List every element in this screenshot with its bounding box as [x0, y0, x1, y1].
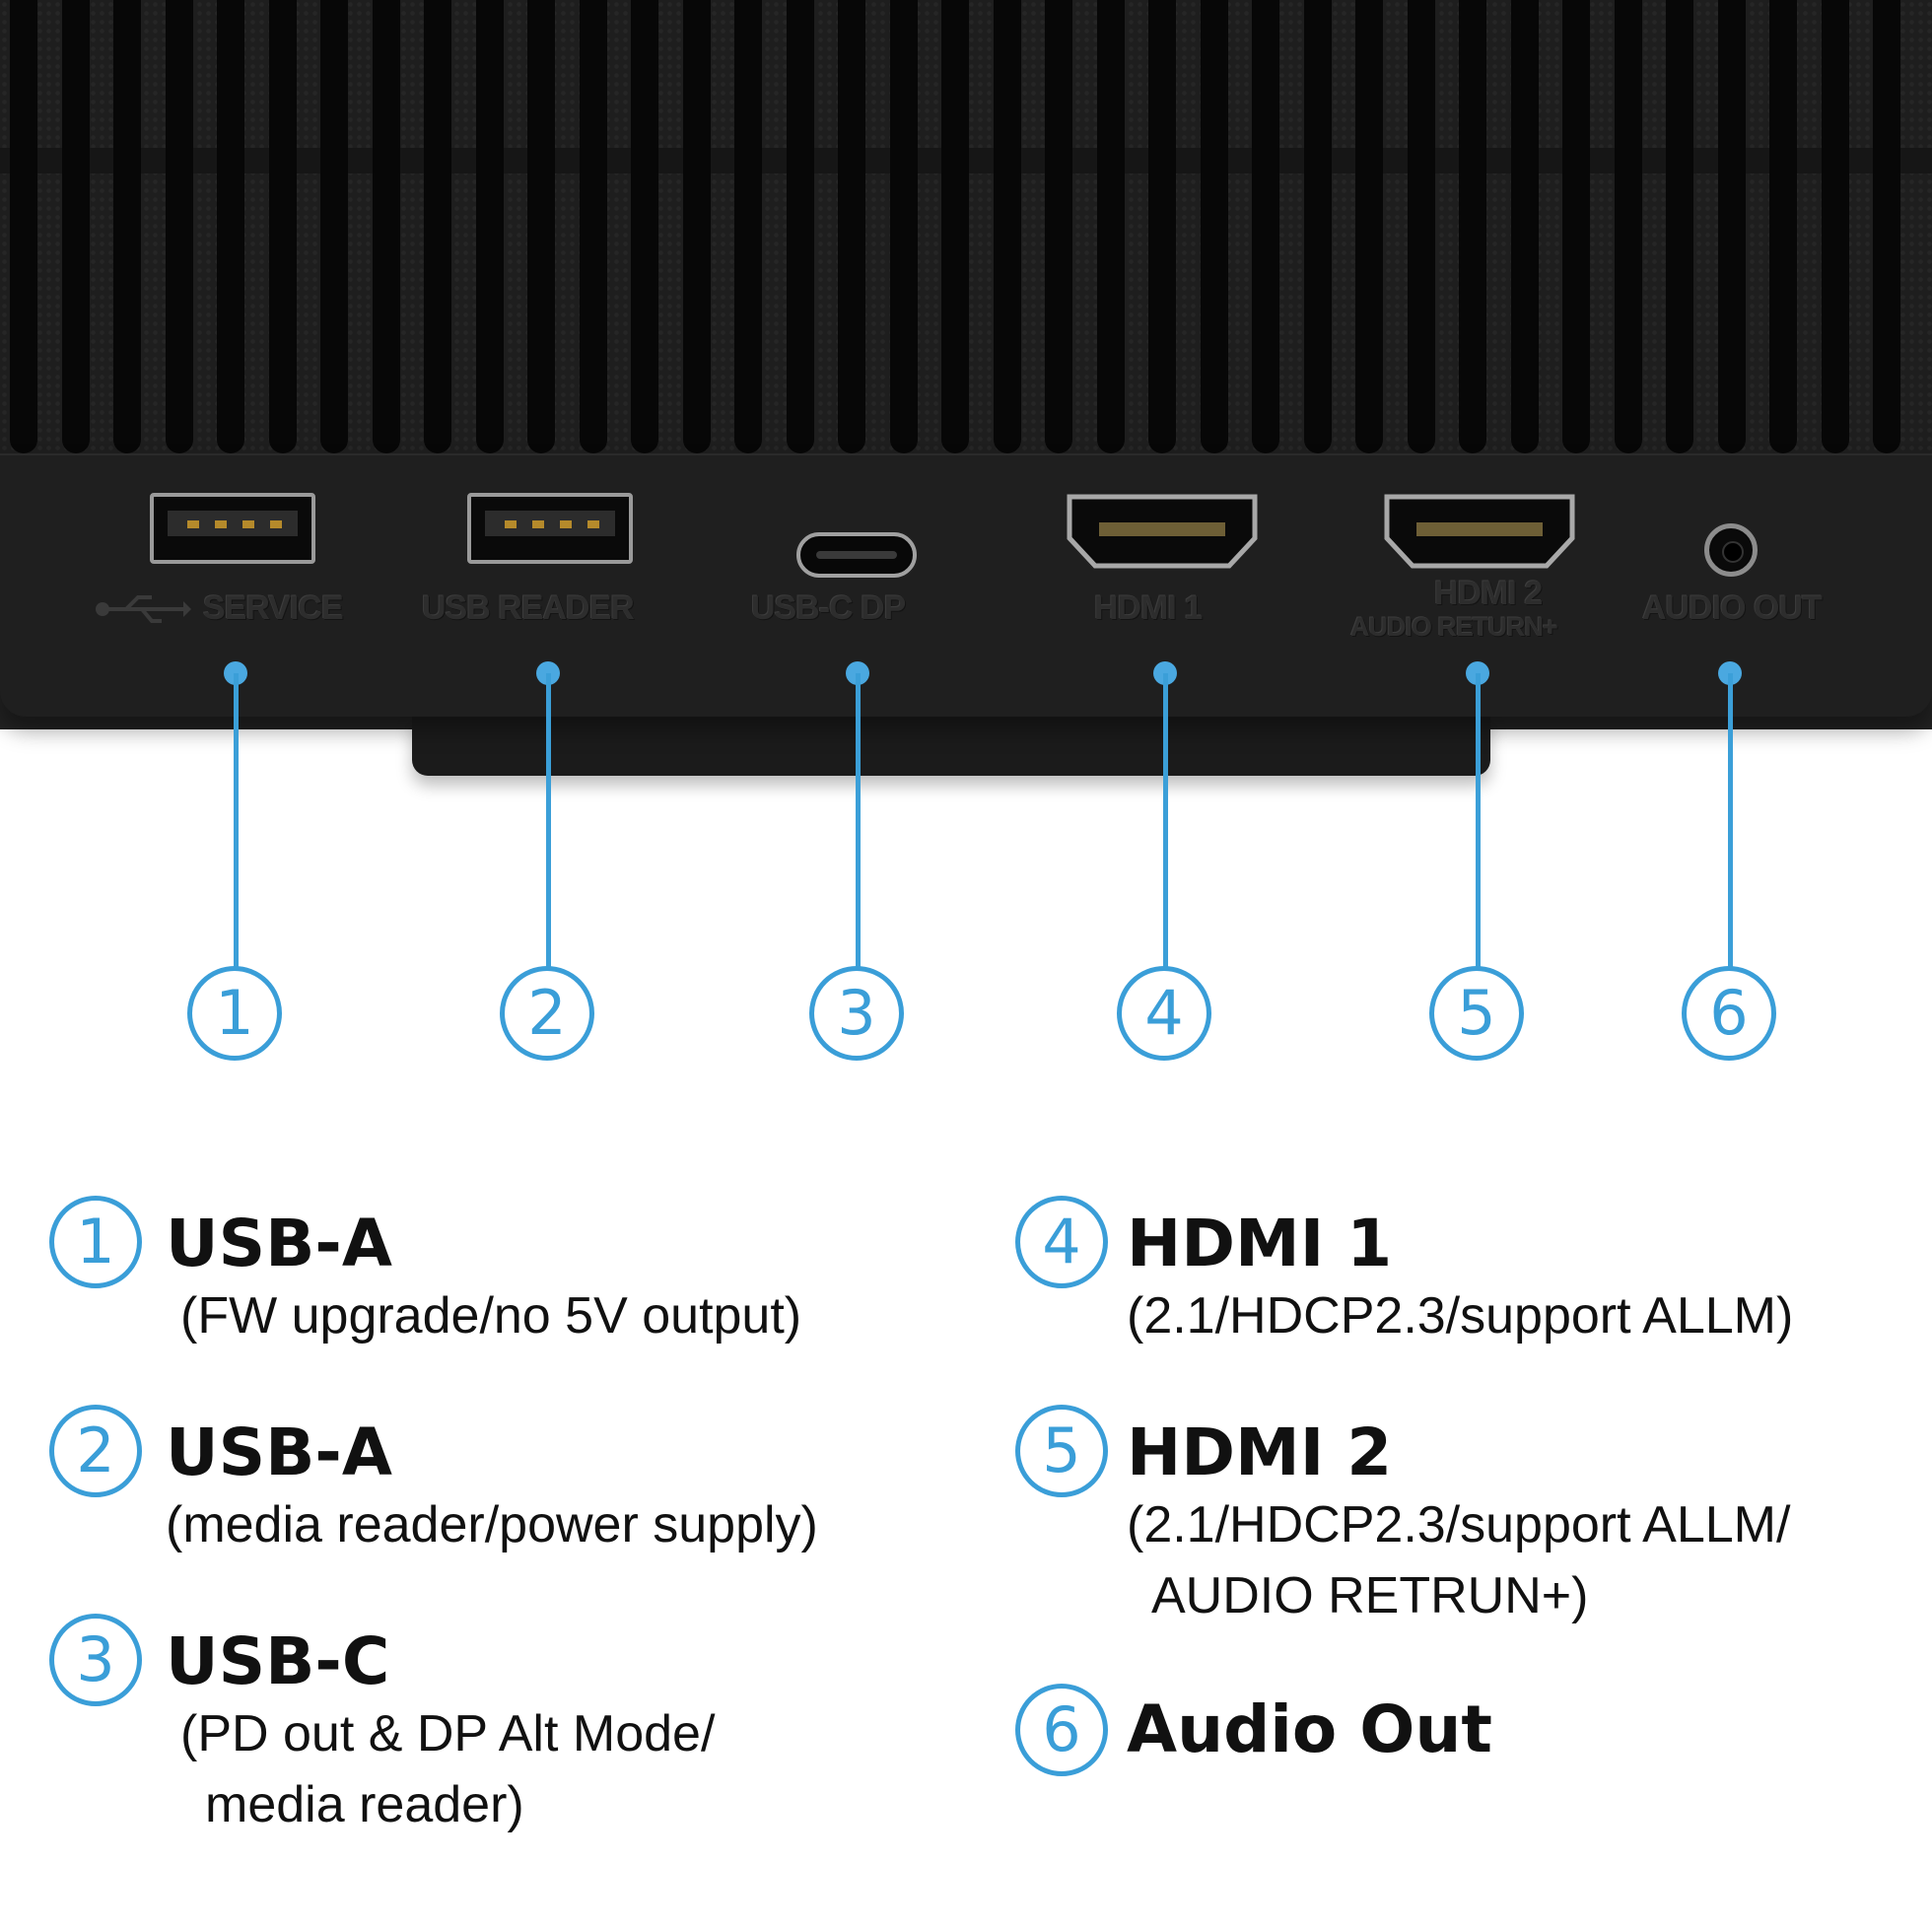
ventilation-grille: [0, 0, 1932, 463]
vent-slot: [527, 0, 555, 453]
vent-slot: [1666, 0, 1693, 453]
callout-number-2: 2: [500, 966, 594, 1061]
legend-desc-3a: (PD out & DP Alt Mode/: [180, 1705, 716, 1762]
vent-slot: [838, 0, 865, 453]
legend-title-4: HDMI 1: [1127, 1206, 1393, 1281]
hdmi-2-port: [1384, 494, 1575, 569]
usb-c-dp-label: USB-C DP: [751, 589, 906, 627]
vent-slot: [1510, 0, 1539, 453]
projector-rear: [0, 0, 1932, 776]
callout-line-5: [1476, 673, 1481, 969]
vent-slot: [682, 0, 711, 453]
vent-slot: [372, 0, 400, 453]
vent-slot: [320, 0, 348, 453]
vent-slot: [61, 0, 90, 453]
vent-slot: [993, 0, 1021, 453]
callout-number-3: 3: [809, 966, 904, 1061]
callout-number-1: 1: [187, 966, 282, 1061]
usb-symbol-icon: [93, 591, 191, 632]
callout-line-2: [546, 673, 551, 969]
hdmi2-label: HDMI 2: [1434, 575, 1543, 612]
callout-line-3: [856, 673, 861, 969]
vent-slot: [1148, 0, 1176, 453]
vent-slot: [734, 0, 762, 453]
vent-slot: [1562, 0, 1590, 453]
legend-desc-3b: media reader): [205, 1776, 524, 1833]
vent-slot: [1200, 0, 1228, 453]
vent-slot: [10, 0, 37, 453]
vent-slot: [889, 0, 918, 453]
vent-slot: [786, 0, 814, 453]
audio-out-jack: [1704, 523, 1758, 577]
callout-number-5: 5: [1429, 966, 1524, 1061]
vent-slot: [1096, 0, 1125, 453]
legend-title-3: USB-C: [166, 1623, 390, 1699]
vent-slot: [631, 0, 658, 453]
hdmi-1-port: [1067, 494, 1258, 569]
callout-line-6: [1728, 673, 1733, 969]
usb-reader-label: USB READER: [422, 589, 635, 627]
vent-slot: [1873, 0, 1900, 453]
vent-slot: [268, 0, 297, 453]
vent-slot: [113, 0, 141, 453]
legend-number-2: 2: [49, 1405, 142, 1497]
vent-slot: [1614, 0, 1642, 453]
vent-slot: [1407, 0, 1435, 453]
vent-slot: [1769, 0, 1797, 453]
legend-title-5: HDMI 2: [1127, 1414, 1393, 1490]
vent-slot: [1252, 0, 1279, 453]
usb-c-port: [796, 532, 917, 578]
vent-slot: [1717, 0, 1746, 453]
legend-number-4: 4: [1015, 1196, 1108, 1288]
legend-desc-5a: (2.1/HDCP2.3/support ALLM/: [1127, 1496, 1791, 1553]
usb-a-reader-port: [467, 493, 633, 564]
vent-slot: [165, 0, 193, 453]
vent-slot: [1045, 0, 1072, 453]
vent-slot: [1355, 0, 1383, 453]
usb-a-service-port: [150, 493, 315, 564]
audio-out-label: AUDIO OUT: [1642, 589, 1823, 627]
vent-slot: [579, 0, 607, 453]
vent-slot: [1821, 0, 1849, 453]
vent-slot: [1303, 0, 1332, 453]
vent-slot: [941, 0, 969, 453]
vent-slot: [475, 0, 504, 453]
legend-number-6: 6: [1015, 1684, 1108, 1776]
legend-desc-2: (media reader/power supply): [166, 1496, 818, 1553]
callout-line-1: [234, 673, 239, 969]
vent-slot: [424, 0, 451, 453]
legend-number-5: 5: [1015, 1405, 1108, 1497]
legend-desc-1: (FW upgrade/no 5V output): [180, 1287, 802, 1345]
hdmi1-label: HDMI 1: [1094, 589, 1203, 627]
legend-desc-4: (2.1/HDCP2.3/support ALLM): [1127, 1287, 1794, 1345]
legend-title-2: USB-A: [166, 1414, 392, 1490]
callout-number-4: 4: [1117, 966, 1211, 1061]
port-panel: [0, 453, 1932, 717]
legend-number-1: 1: [49, 1196, 142, 1288]
legend-number-3: 3: [49, 1614, 142, 1706]
callout-line-4: [1163, 673, 1168, 969]
legend-desc-5b: AUDIO RETRUN+): [1151, 1567, 1589, 1624]
audio-return-label: AUDIO RETURN+: [1350, 612, 1558, 642]
device-foot: [412, 715, 1490, 776]
callout-number-6: 6: [1682, 966, 1776, 1061]
legend-title-6: Audio Out: [1127, 1691, 1492, 1767]
legend-title-1: USB-A: [166, 1206, 392, 1281]
service-label: SERVICE: [203, 589, 344, 627]
vent-slot: [217, 0, 244, 453]
vent-slot: [1459, 0, 1486, 453]
